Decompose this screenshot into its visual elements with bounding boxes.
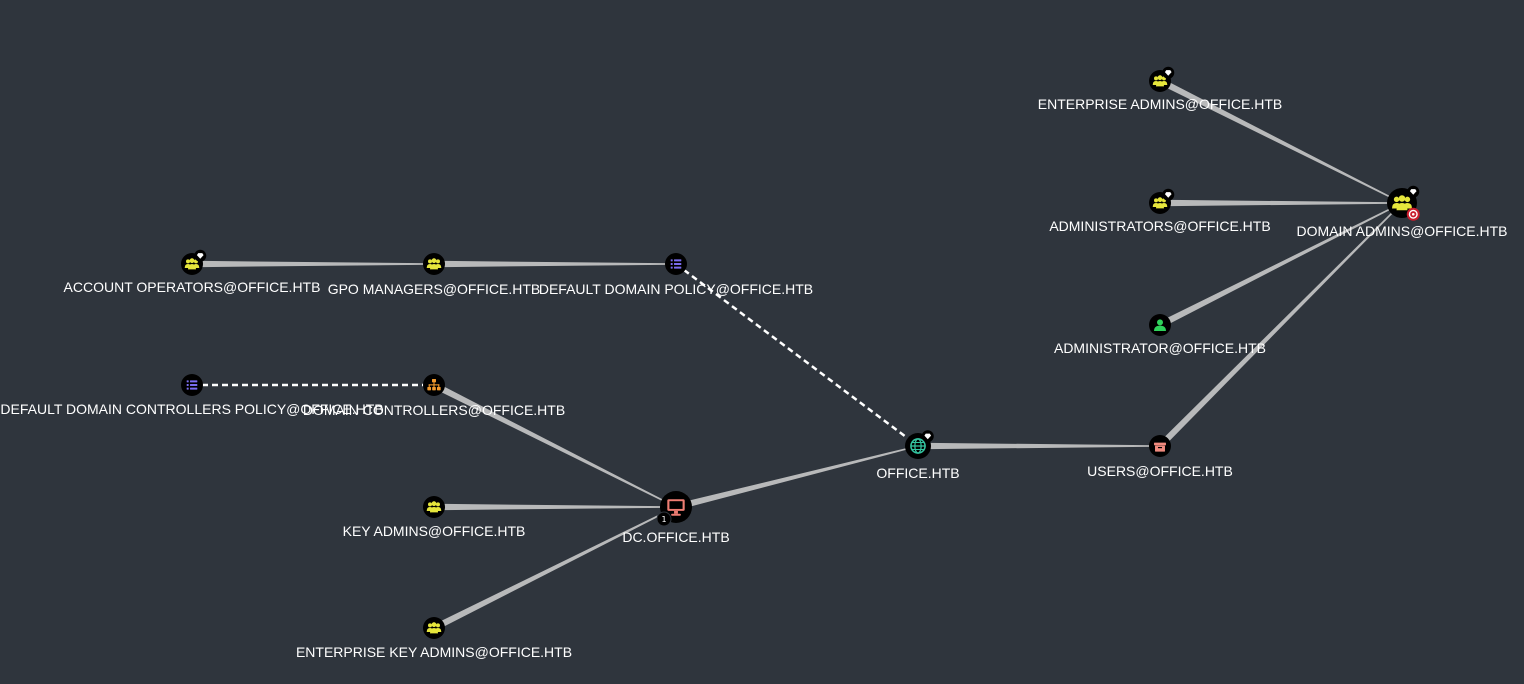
- edge-enterprise_admins-to-domain_admins[interactable]: [1158, 78, 1403, 204]
- edge-dashed-default_domain_policy-to-office_htb[interactable]: [675, 263, 919, 447]
- edge-office_htb-to-users[interactable]: [918, 442, 1160, 450]
- node-label-enterprise-admins: ENTERPRISE ADMINS@OFFICE.HTB: [1038, 96, 1282, 112]
- node-dc-office[interactable]: 1: [656, 491, 692, 527]
- gpo-list-icon: [670, 259, 682, 269]
- node-label-office-htb: OFFICE.HTB: [876, 465, 959, 481]
- node-default-domain-policy[interactable]: [665, 253, 687, 275]
- node-default-dc-policy[interactable]: [181, 374, 203, 396]
- node-office-htb[interactable]: [905, 430, 934, 459]
- nodes-layer: 1: [181, 66, 1420, 639]
- node-enterprise-admins[interactable]: [1149, 66, 1175, 92]
- node-label-key-admins: KEY ADMINS@OFFICE.HTB: [343, 523, 526, 539]
- node-administrator[interactable]: [1149, 314, 1171, 336]
- node-label-users: USERS@OFFICE.HTB: [1087, 463, 1233, 479]
- count-badge: [656, 511, 672, 527]
- edge-domain_controllers-to-dc_office[interactable]: [432, 382, 677, 508]
- edge-users-to-domain_admins[interactable]: [1157, 202, 1403, 449]
- node-key-admins[interactable]: [423, 496, 445, 518]
- edge-key_admins-to-dc_office[interactable]: [434, 503, 676, 511]
- node-label-domain-admins: DOMAIN ADMINS@OFFICE.HTB: [1297, 223, 1508, 239]
- box-icon: [1154, 442, 1166, 452]
- node-label-account-operators: ACCOUNT OPERATORS@OFFICE.HTB: [64, 279, 321, 295]
- node-label-default-domain-policy: DEFAULT DOMAIN POLICY@OFFICE.HTB: [539, 281, 813, 297]
- node-label-gpo-managers: GPO MANAGERS@OFFICE.HTB: [328, 281, 541, 297]
- edge-gpo_managers-to-default_domain_policy[interactable]: [434, 260, 676, 268]
- node-administrators[interactable]: [1149, 188, 1175, 214]
- edge-administrators-to-domain_admins[interactable]: [1160, 199, 1402, 207]
- target-dot: [1411, 212, 1415, 216]
- edge-administrator-to-domain_admins[interactable]: [1158, 202, 1403, 328]
- gpo-list-icon: [186, 380, 198, 390]
- node-label-administrators: ADMINISTRATORS@OFFICE.HTB: [1049, 218, 1270, 234]
- edges-layer: [192, 78, 1403, 631]
- node-gpo-managers[interactable]: [423, 253, 445, 275]
- target-ring: [1408, 209, 1418, 219]
- node-label-default-dc-policy: DEFAULT DOMAIN CONTROLLERS POLICY@OFFICE…: [0, 401, 383, 417]
- labels-layer: ENTERPRISE ADMINS@OFFICE.HTB ADMINISTRATO…: [0, 96, 1507, 660]
- node-label-dc-office: DC.OFFICE.HTB: [622, 529, 729, 545]
- node-account-operators[interactable]: [181, 249, 207, 275]
- node-domain-controllers[interactable]: [423, 374, 445, 396]
- node-domain-admins[interactable]: [1387, 185, 1420, 221]
- node-label-enterprise-key-admins: ENTERPRISE KEY ADMINS@OFFICE.HTB: [296, 644, 572, 660]
- node-enterprise-key-admins[interactable]: [423, 617, 445, 639]
- node-label-administrator: ADMINISTRATOR@OFFICE.HTB: [1054, 340, 1266, 356]
- node-users[interactable]: [1149, 435, 1171, 457]
- edge-account_operators-to-gpo_managers[interactable]: [192, 260, 434, 268]
- edge-dc_office-to-office_htb[interactable]: [675, 445, 919, 511]
- node-label-domain-controllers: DOMAIN CONTROLLERS@OFFICE.HTB: [303, 402, 565, 418]
- count-badge-text: 1: [661, 515, 666, 524]
- edge-enterprise_key_admins-to-dc_office[interactable]: [432, 506, 677, 631]
- node-background: [423, 617, 445, 639]
